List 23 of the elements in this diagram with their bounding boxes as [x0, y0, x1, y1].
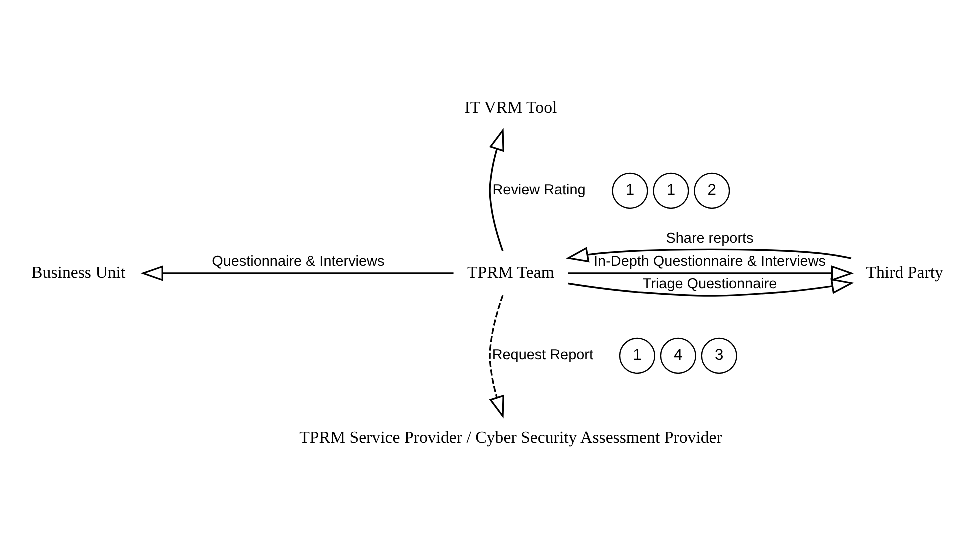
node-circle: 1: [652, 172, 689, 210]
arrow: [488, 295, 504, 419]
arrow: [488, 128, 504, 252]
arrow: [566, 247, 852, 263]
arrow: [568, 278, 854, 297]
arrow: [568, 266, 854, 282]
node-circle: 3: [700, 338, 737, 374]
node-text: IT VRM Tool: [464, 98, 557, 117]
node-text: TPRM Team: [466, 262, 554, 282]
node-circle: 1: [612, 172, 648, 210]
edge-label: Review Rating: [492, 182, 586, 199]
node-circle: 2: [694, 172, 730, 210]
edge-label: Share reports: [666, 230, 754, 247]
node-circle: 1: [618, 338, 656, 374]
node-circle: 4: [660, 338, 696, 374]
edge-label: In-Depth Questionnaire & Interviews: [594, 254, 826, 270]
edge-label: Request Report: [492, 348, 593, 364]
edge-label: Questionnaire & Interviews: [212, 254, 384, 270]
node-text: Business Unit: [31, 262, 126, 282]
node-text: Third Party: [866, 262, 943, 282]
edge-label: Triage Questionnaire: [642, 276, 777, 293]
node-text: TPRM Service Provider / Cyber Security Assessment Provider: [299, 428, 722, 447]
arrow: [140, 266, 454, 282]
